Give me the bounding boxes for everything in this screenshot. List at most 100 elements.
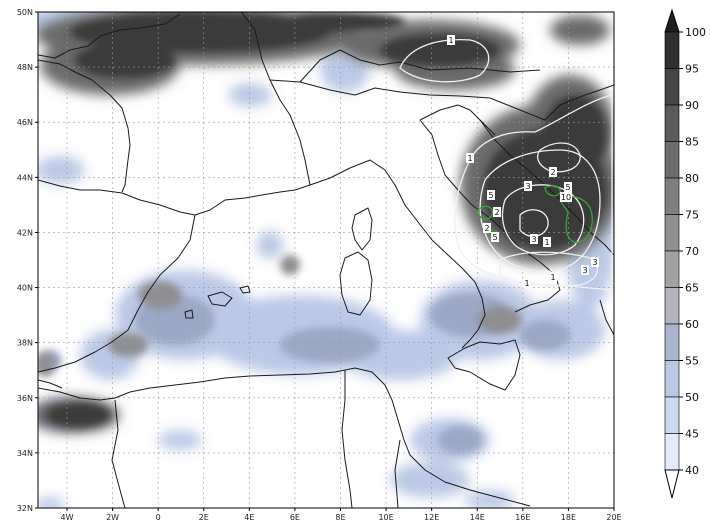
colorbar-segment	[664, 250, 680, 288]
gray-areas	[38, 255, 522, 377]
contour-label: 3	[592, 258, 597, 267]
colorbar-tick-label: 55	[685, 355, 699, 368]
contour-label: 1	[448, 36, 453, 45]
contour-label-box	[493, 207, 501, 217]
colorbar-segment	[664, 287, 680, 325]
ibiza	[184, 309, 194, 319]
north-africa-coast	[38, 367, 531, 507]
contour-label: 5	[488, 191, 493, 200]
menorca	[239, 285, 251, 294]
contour-label: 3	[525, 182, 530, 191]
lon-tick-label: 2W	[106, 513, 119, 522]
contour-label-box	[549, 167, 557, 177]
contour-white-north	[399, 39, 490, 83]
gibraltar-coast	[38, 379, 63, 389]
colorbar-tick-label: 60	[685, 318, 699, 331]
contour-label-box	[549, 272, 557, 282]
colorbar-top-arrow	[664, 8, 680, 33]
contour-label: 1	[467, 154, 472, 163]
contour-label-box	[560, 192, 572, 202]
greece-coast	[599, 299, 614, 336]
colorbar-segment	[664, 396, 680, 434]
lon-tick-label: 4E	[244, 513, 254, 522]
balkan-border	[489, 84, 614, 121]
graticule	[38, 12, 614, 508]
contour-label-box	[543, 237, 551, 247]
colorbar-tick-label: 75	[685, 209, 699, 222]
lon-tick-label: 10E	[378, 513, 393, 522]
colorbar-segment	[664, 360, 680, 398]
contour-white-east-outer	[454, 94, 613, 291]
lat-tick-label: 34N	[17, 449, 33, 458]
contour-label-box	[581, 265, 589, 275]
contour-label: 3	[582, 266, 587, 275]
corsica	[351, 207, 373, 251]
lon-tick-label: 12E	[424, 513, 439, 522]
colorbar-segment	[664, 68, 680, 106]
contour-label-box	[466, 153, 474, 163]
colorbar-segment	[664, 141, 680, 179]
lon-tick-label: 20E	[606, 513, 621, 522]
colorbar-tick-label: 65	[685, 282, 699, 295]
germany-border	[299, 49, 541, 83]
colorbar-tick-label: 80	[685, 172, 699, 185]
contour-label: 1	[544, 238, 549, 247]
colorbar-tick-label: 40	[685, 464, 699, 477]
contour-white-east-mid	[479, 149, 601, 272]
contour-label-box	[564, 182, 572, 192]
lon-tick-label: 6E	[290, 513, 300, 522]
contour-white-east2	[537, 142, 581, 173]
contour-label: 10	[561, 193, 571, 202]
lon-tick-label: 14E	[470, 513, 485, 522]
lat-tick-label: 36N	[17, 394, 33, 403]
france-north-coast	[38, 13, 181, 59]
france-south-coast	[194, 184, 311, 216]
france-east-border	[240, 12, 311, 186]
contour-label: 3	[531, 235, 536, 244]
lat-tick-label: 38N	[17, 339, 33, 348]
contour-green-2	[559, 195, 593, 244]
lat-tick-label: 32N	[17, 504, 33, 513]
spain-east-coast	[38, 214, 196, 373]
lat-tick-label: 48N	[17, 63, 33, 72]
contour-label-box	[530, 234, 538, 244]
contour-label-box	[523, 278, 531, 288]
contour-label-box	[491, 232, 499, 242]
contour-green-1	[477, 205, 494, 220]
colorbar-tick-label: 95	[685, 63, 699, 76]
contour-white-center	[519, 209, 549, 237]
atlantic-coast	[38, 59, 131, 193]
spain-north-coast	[38, 179, 123, 194]
contour-label: 5	[565, 183, 570, 192]
colorbar-segment	[664, 31, 680, 69]
sicily	[447, 339, 521, 391]
tunisia-libya-border	[394, 439, 401, 508]
map-frame	[37, 11, 615, 509]
colorbar-segment	[664, 433, 680, 471]
contour-label: 5	[492, 233, 497, 242]
contour-label-box	[591, 257, 599, 267]
colorbar-tick-label: 100	[685, 26, 706, 39]
contour-label: 1	[550, 273, 555, 282]
contour-label-box	[524, 181, 532, 191]
contour-label-box	[487, 190, 495, 200]
coastlines	[38, 12, 614, 508]
sardinia	[339, 251, 373, 316]
colorbar-bottom-arrow	[664, 469, 680, 499]
pyrenees-border	[121, 192, 196, 216]
colorbar-segment	[664, 177, 680, 215]
algeria-tunisia-border	[341, 370, 353, 508]
lon-tick-label: 0	[156, 513, 161, 522]
contour-label: 2	[484, 224, 489, 233]
contour-label: 2	[550, 168, 555, 177]
lat-tick-label: 46N	[17, 118, 33, 127]
lon-tick-label: 8E	[335, 513, 345, 522]
alps-border	[269, 79, 491, 99]
italy-east-coast	[419, 119, 561, 313]
contour-white-east-inner	[501, 184, 585, 256]
